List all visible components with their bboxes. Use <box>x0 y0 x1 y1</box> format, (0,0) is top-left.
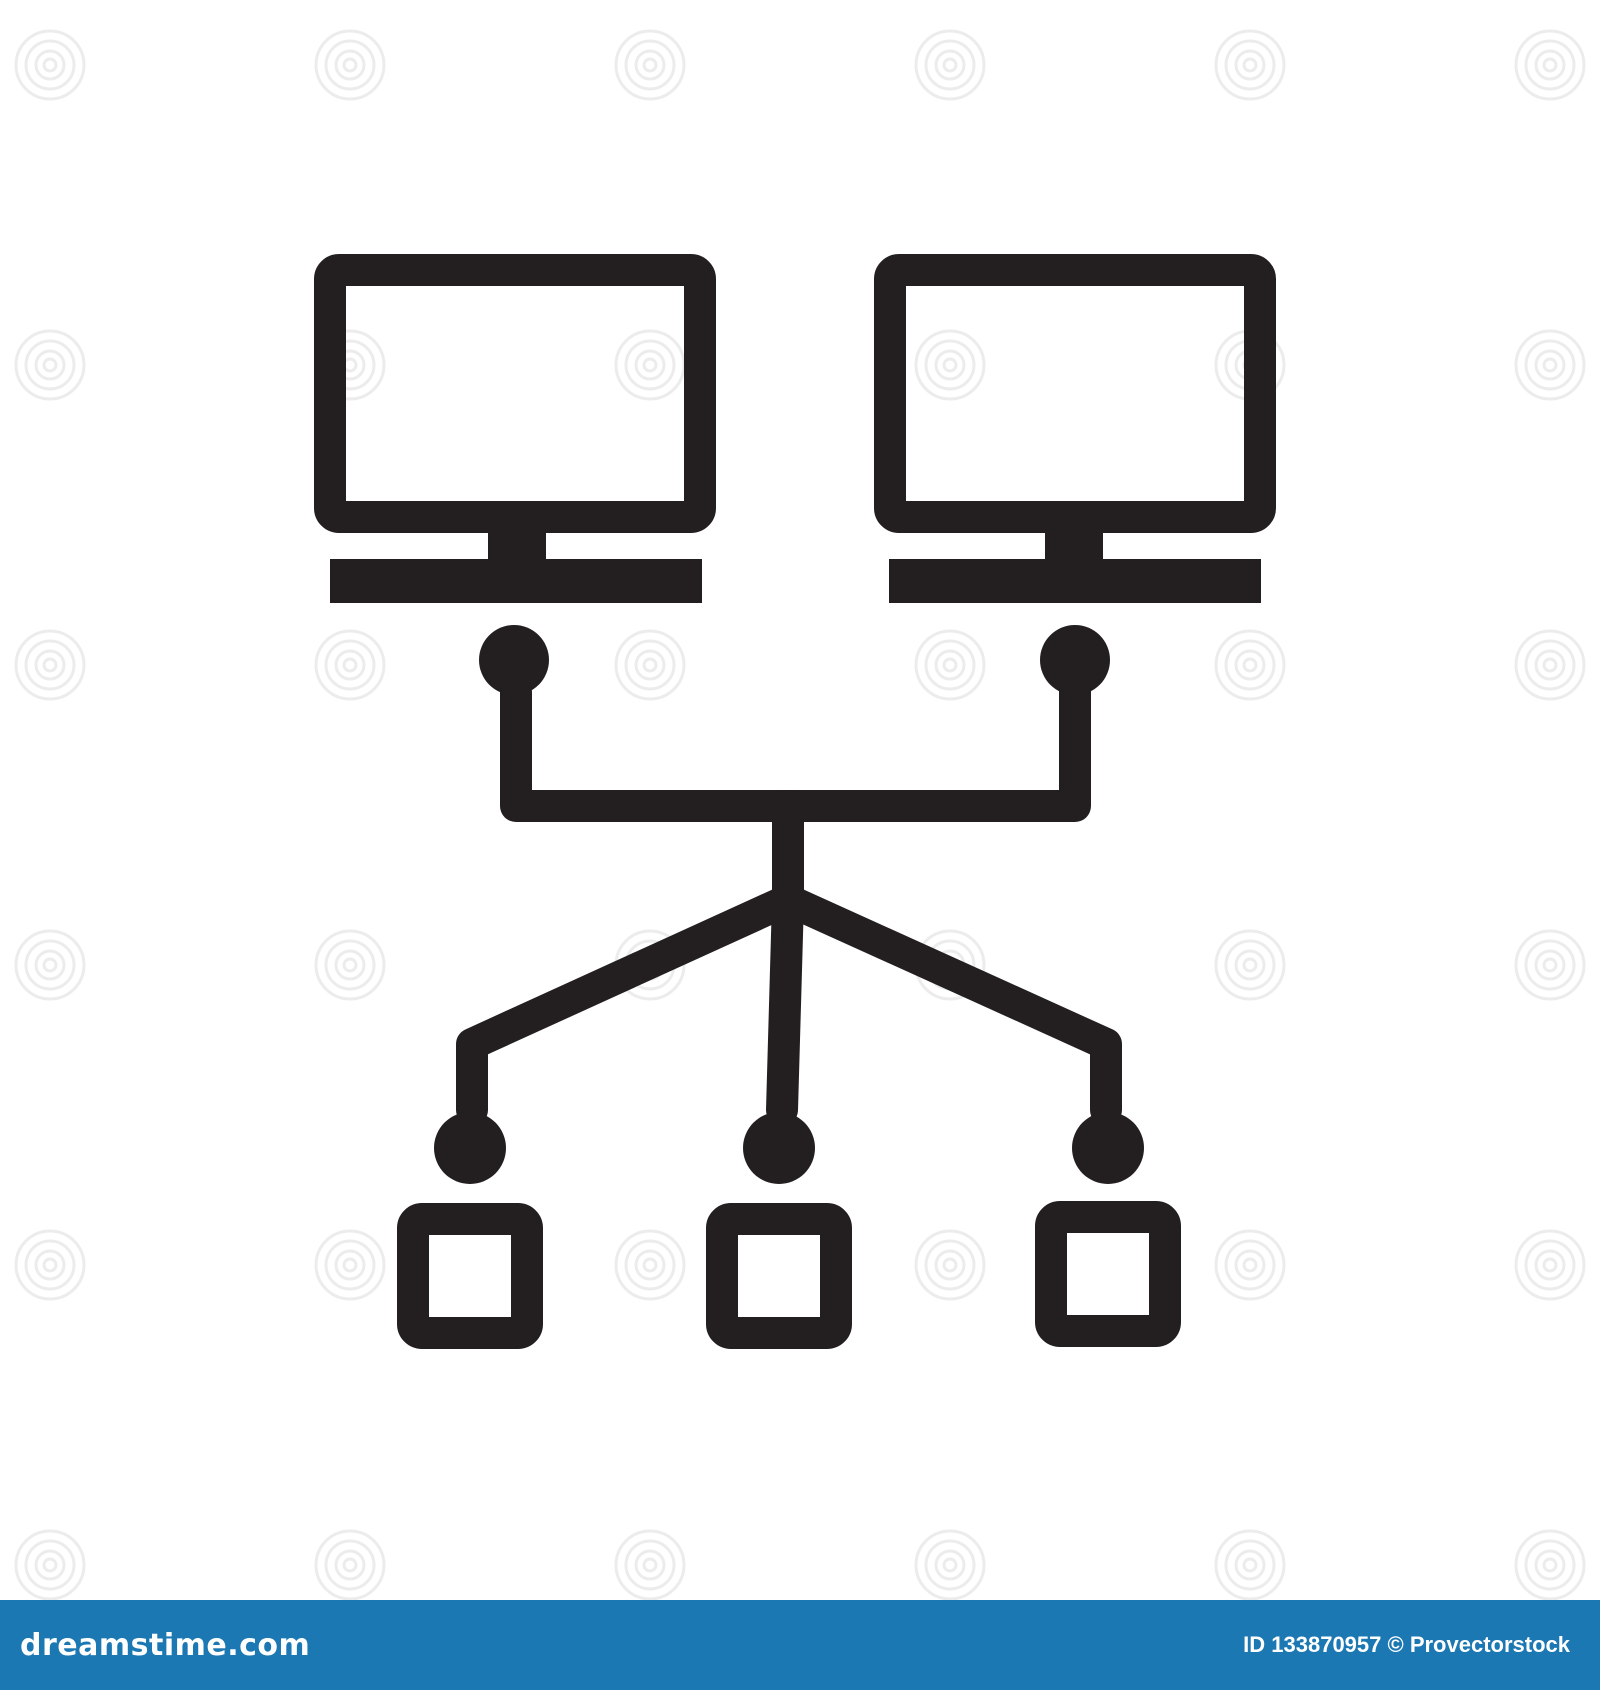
left-monitor-icon <box>314 254 716 603</box>
right-device-box <box>1035 1201 1181 1347</box>
dreamstime-logo[interactable]: dreamstime.com <box>20 1627 311 1663</box>
center-branch-line <box>766 884 804 1126</box>
left-monitor-screen <box>314 254 716 533</box>
left-device-node <box>434 1112 506 1184</box>
right-monitor-screen <box>874 254 1276 533</box>
right-monitor-node <box>1040 625 1110 695</box>
right-device-node <box>1072 1112 1144 1184</box>
monitor-bus-line <box>500 676 1091 822</box>
right-branch-line <box>772 884 1122 1126</box>
left-monitor-base <box>330 559 702 603</box>
center-device-box <box>706 1203 852 1349</box>
left-branch-line <box>456 884 804 1126</box>
left-monitor-node <box>479 625 549 695</box>
left-monitor-neck <box>488 533 546 563</box>
image-credit: ID 133870957 © Provectorstock <box>1243 1632 1570 1657</box>
footer-bar: dreamstime.com ID 133870957 © Provectors… <box>0 1600 1600 1690</box>
right-monitor-icon <box>874 254 1276 603</box>
image-canvas <box>14 29 1586 1600</box>
computer-network-icon <box>314 254 1276 1349</box>
right-monitor-neck <box>1045 533 1103 563</box>
right-monitor-base <box>889 559 1261 603</box>
left-device-box <box>397 1203 543 1349</box>
center-device-node <box>743 1112 815 1184</box>
